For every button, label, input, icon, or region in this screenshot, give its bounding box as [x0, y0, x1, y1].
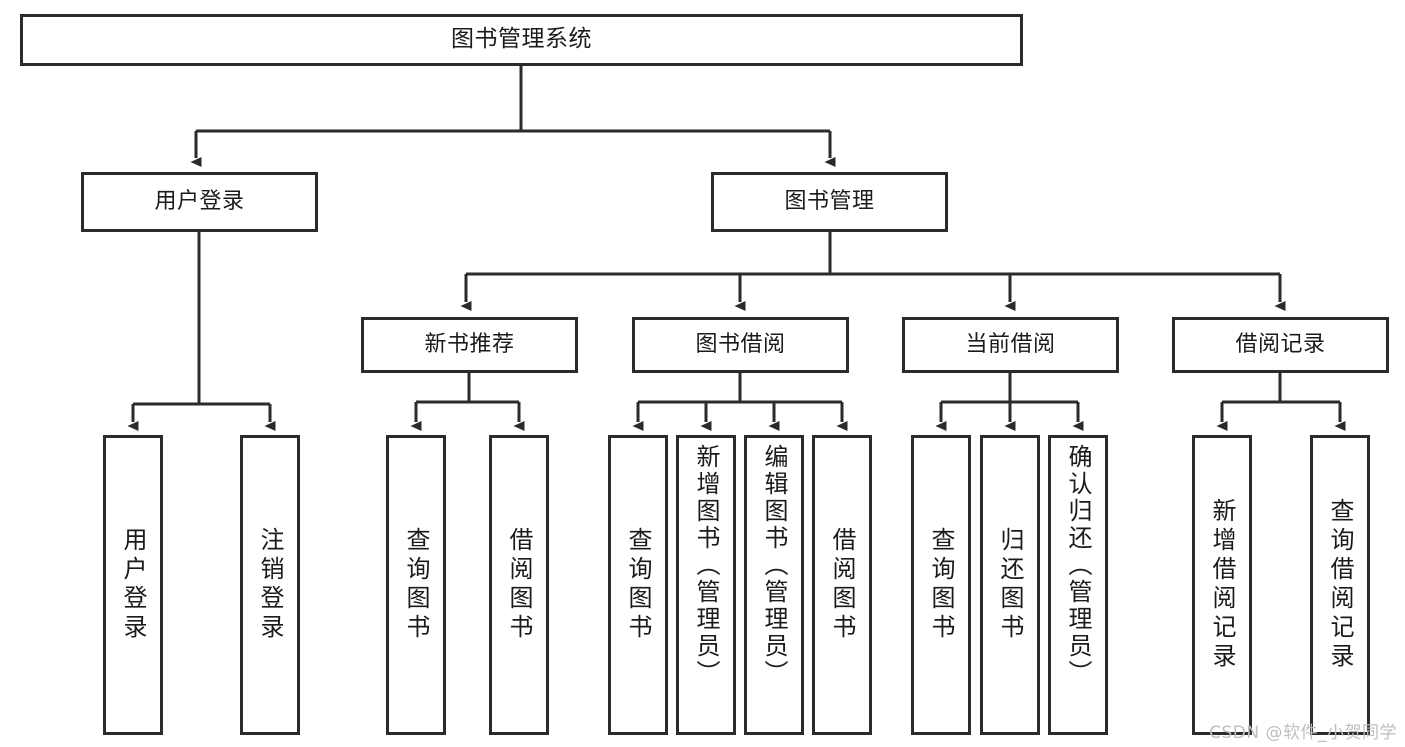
node-new-book-recommend[interactable]: 新书推荐	[361, 317, 578, 373]
leaf-query-book-1[interactable]: 查询图书	[386, 435, 446, 735]
leaf-query-book-2-label: 查询图书	[624, 527, 652, 643]
node-borrow-record[interactable]: 借阅记录	[1172, 317, 1389, 373]
leaf-confirm-return[interactable]: 确认归还（管理员）	[1048, 435, 1108, 735]
leaf-add-book-label: 新增图书（管理员）	[692, 444, 720, 687]
node-user-login-label: 用户登录	[154, 189, 245, 215]
leaf-query-book-1-label: 查询图书	[402, 527, 430, 643]
node-current-borrow[interactable]: 当前借阅	[902, 317, 1119, 373]
node-root[interactable]: 图书管理系统	[20, 14, 1023, 66]
leaf-user-login-label: 用户登录	[119, 527, 147, 643]
node-book-borrow-label: 图书借阅	[695, 332, 786, 358]
leaf-confirm-return-label: 确认归还（管理员）	[1064, 444, 1092, 687]
leaf-logout[interactable]: 注销登录	[240, 435, 300, 735]
leaf-return-book[interactable]: 归还图书	[980, 435, 1040, 735]
leaf-borrow-book-1-label: 借阅图书	[505, 527, 533, 643]
leaf-borrow-book-2[interactable]: 借阅图书	[812, 435, 872, 735]
node-new-book-recommend-label: 新书推荐	[424, 332, 515, 358]
node-book-management[interactable]: 图书管理	[711, 172, 948, 232]
leaf-borrow-book-1[interactable]: 借阅图书	[489, 435, 549, 735]
leaf-add-record[interactable]: 新增借阅记录	[1192, 435, 1252, 735]
leaf-query-book-2[interactable]: 查询图书	[608, 435, 668, 735]
leaf-add-record-label: 新增借阅记录	[1208, 498, 1236, 672]
leaf-logout-label: 注销登录	[256, 527, 284, 643]
leaf-user-login[interactable]: 用户登录	[103, 435, 163, 735]
node-book-borrow[interactable]: 图书借阅	[632, 317, 849, 373]
leaf-edit-book-label: 编辑图书（管理员）	[760, 444, 788, 687]
leaf-borrow-book-2-label: 借阅图书	[828, 527, 856, 643]
leaf-query-book-3[interactable]: 查询图书	[911, 435, 971, 735]
leaf-query-record-label: 查询借阅记录	[1326, 498, 1354, 672]
node-book-management-label: 图书管理	[784, 189, 875, 215]
leaf-edit-book[interactable]: 编辑图书（管理员）	[744, 435, 804, 735]
leaf-query-book-3-label: 查询图书	[927, 527, 955, 643]
node-current-borrow-label: 当前借阅	[965, 332, 1056, 358]
node-borrow-record-label: 借阅记录	[1235, 332, 1326, 358]
leaf-return-book-label: 归还图书	[996, 527, 1024, 643]
watermark: CSDN @软件_小贺同学	[1209, 723, 1397, 743]
leaf-add-book[interactable]: 新增图书（管理员）	[676, 435, 736, 735]
node-user-login[interactable]: 用户登录	[81, 172, 318, 232]
leaf-query-record[interactable]: 查询借阅记录	[1310, 435, 1370, 735]
node-root-label: 图书管理系统	[451, 26, 592, 53]
